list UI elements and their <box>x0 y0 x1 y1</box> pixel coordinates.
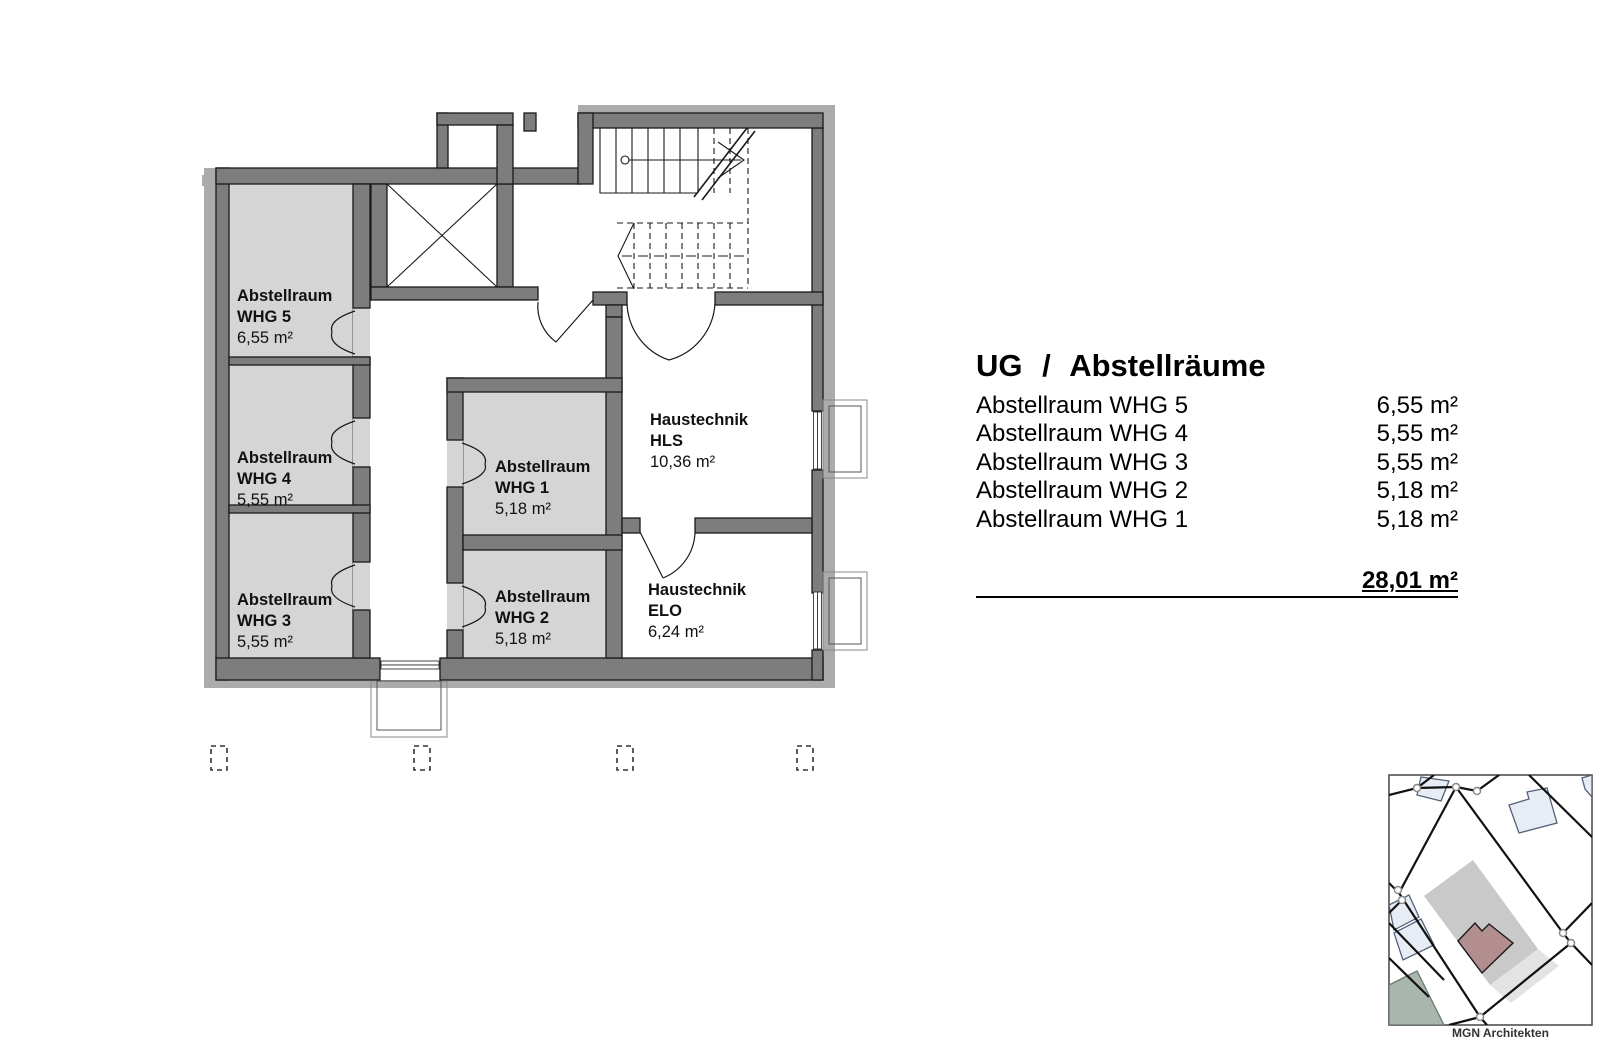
room-name: Abstellraum <box>495 458 591 476</box>
floor-plan <box>202 105 868 771</box>
legend-row: Abstellraum WHG 3 5,55 m² <box>976 449 1458 477</box>
staircase <box>599 127 756 290</box>
legend-row: Abstellraum WHG 2 5,18 m² <box>976 477 1458 505</box>
room-area: 5,55 m² <box>237 633 293 651</box>
room-name: ELO <box>648 602 682 620</box>
room-area: 6,55 m² <box>237 329 293 347</box>
door-whg4 <box>330 420 356 465</box>
grid-marker <box>796 745 814 771</box>
stairs-upper-flight <box>599 127 756 201</box>
stairs-dashed <box>617 128 749 289</box>
door-whg2 <box>461 585 487 628</box>
room-whg2 <box>462 549 607 659</box>
legend-row-area: 5,18 m² <box>1376 505 1458 533</box>
door-whg1 <box>461 442 487 485</box>
room-label-elo: Haustechnik ELO 6,24 m² <box>648 580 746 643</box>
room-name: Haustechnik <box>648 581 747 599</box>
legend-row-area: 6,55 m² <box>1376 392 1458 419</box>
room-label-whg3: Abstellraum WHG 3 5,55 m² <box>237 590 332 653</box>
door-whg3 <box>330 564 356 608</box>
room-label-whg2: Abstellraum WHG 2 5,18 m² <box>495 587 590 650</box>
room-name: WHG 4 <box>237 470 292 488</box>
legend-row: Abstellraum WHG 5 6,55 m² <box>976 392 1458 420</box>
room-name: WHG 1 <box>495 479 550 497</box>
legend-row-label: Abstellraum WHG 2 <box>976 477 1189 505</box>
exterior-wall-outer-layer <box>202 105 835 688</box>
room-area: 5,18 m² <box>495 630 551 648</box>
room-label-whg5: Abstellraum WHG 5 6,55 m² <box>237 286 332 349</box>
legend-row-area: 5,55 m² <box>1376 420 1458 448</box>
door-whg5 <box>330 310 356 355</box>
room-label-whg1: Abstellraum WHG 1 5,18 m² <box>495 457 590 520</box>
neighbor-buildings <box>1389 775 1592 1025</box>
room-label-hls: Haustechnik HLS 10,36 m² <box>650 410 748 473</box>
legend-total: 28,01 m² <box>1361 567 1458 594</box>
stairs-lower-arrow <box>617 222 635 290</box>
legend-row-label: Abstellraum WHG 4 <box>976 420 1189 448</box>
room-name: HLS <box>650 432 683 450</box>
room-name: Abstellraum <box>495 588 591 606</box>
room-whg5 <box>228 183 354 358</box>
legend-row: Abstellraum WHG 1 5,18 m² <box>976 506 1458 534</box>
windows <box>380 411 822 670</box>
room-area: 10,36 m² <box>650 453 716 471</box>
room-name: WHG 3 <box>237 612 292 630</box>
parcel-nodes <box>1393 782 1576 1022</box>
legend-row-area: 5,18 m² <box>1376 477 1458 505</box>
walkline-start <box>620 155 630 165</box>
grid-marker <box>210 745 228 771</box>
grid-marker <box>616 745 634 771</box>
room-name: Abstellraum <box>237 591 333 609</box>
legend-row-area: 5,55 m² <box>1376 448 1458 476</box>
room-name: Haustechnik <box>650 411 749 429</box>
legend-title: UG / Abstellräume <box>976 348 1266 383</box>
legend-row: Abstellraum WHG 4 5,55 m² <box>976 420 1458 448</box>
door-corridor <box>537 299 594 343</box>
room-name: Abstellraum <box>237 287 333 305</box>
legend-row-label: Abstellraum WHG 1 <box>976 505 1189 533</box>
room-name: Abstellraum <box>237 449 333 467</box>
legend-rows: Abstellraum WHG 5 6,55 m² Abstellraum WH… <box>976 392 1458 534</box>
room-name: WHG 2 <box>495 609 550 627</box>
legend-total-rule: 28,01 m² <box>976 548 1458 598</box>
subject-parcel <box>1424 860 1559 1003</box>
grid-marker <box>413 745 431 771</box>
elevator-shaft <box>386 183 498 288</box>
light-wells <box>370 399 868 738</box>
site-plan-inset <box>1388 774 1593 1026</box>
grid-markers <box>210 745 814 771</box>
room-name: WHG 5 <box>237 308 292 326</box>
subject-building <box>1457 921 1515 975</box>
door-elo <box>639 531 696 579</box>
inset-caption: MGN Architekten <box>1452 1026 1549 1040</box>
legend-row-label: Abstellraum WHG 3 <box>976 448 1189 476</box>
doors <box>330 299 716 628</box>
room-label-whg4: Abstellraum WHG 4 5,55 m² <box>237 448 332 511</box>
room-whg1 <box>462 391 607 536</box>
walls <box>215 112 824 681</box>
door-hls-double <box>626 302 716 361</box>
room-area: 6,24 m² <box>648 623 704 641</box>
walkline-arrow <box>717 141 745 179</box>
room-area: 5,18 m² <box>495 500 551 518</box>
room-area: 5,55 m² <box>237 491 293 509</box>
legend-row-label: Abstellraum WHG 5 <box>976 392 1189 419</box>
